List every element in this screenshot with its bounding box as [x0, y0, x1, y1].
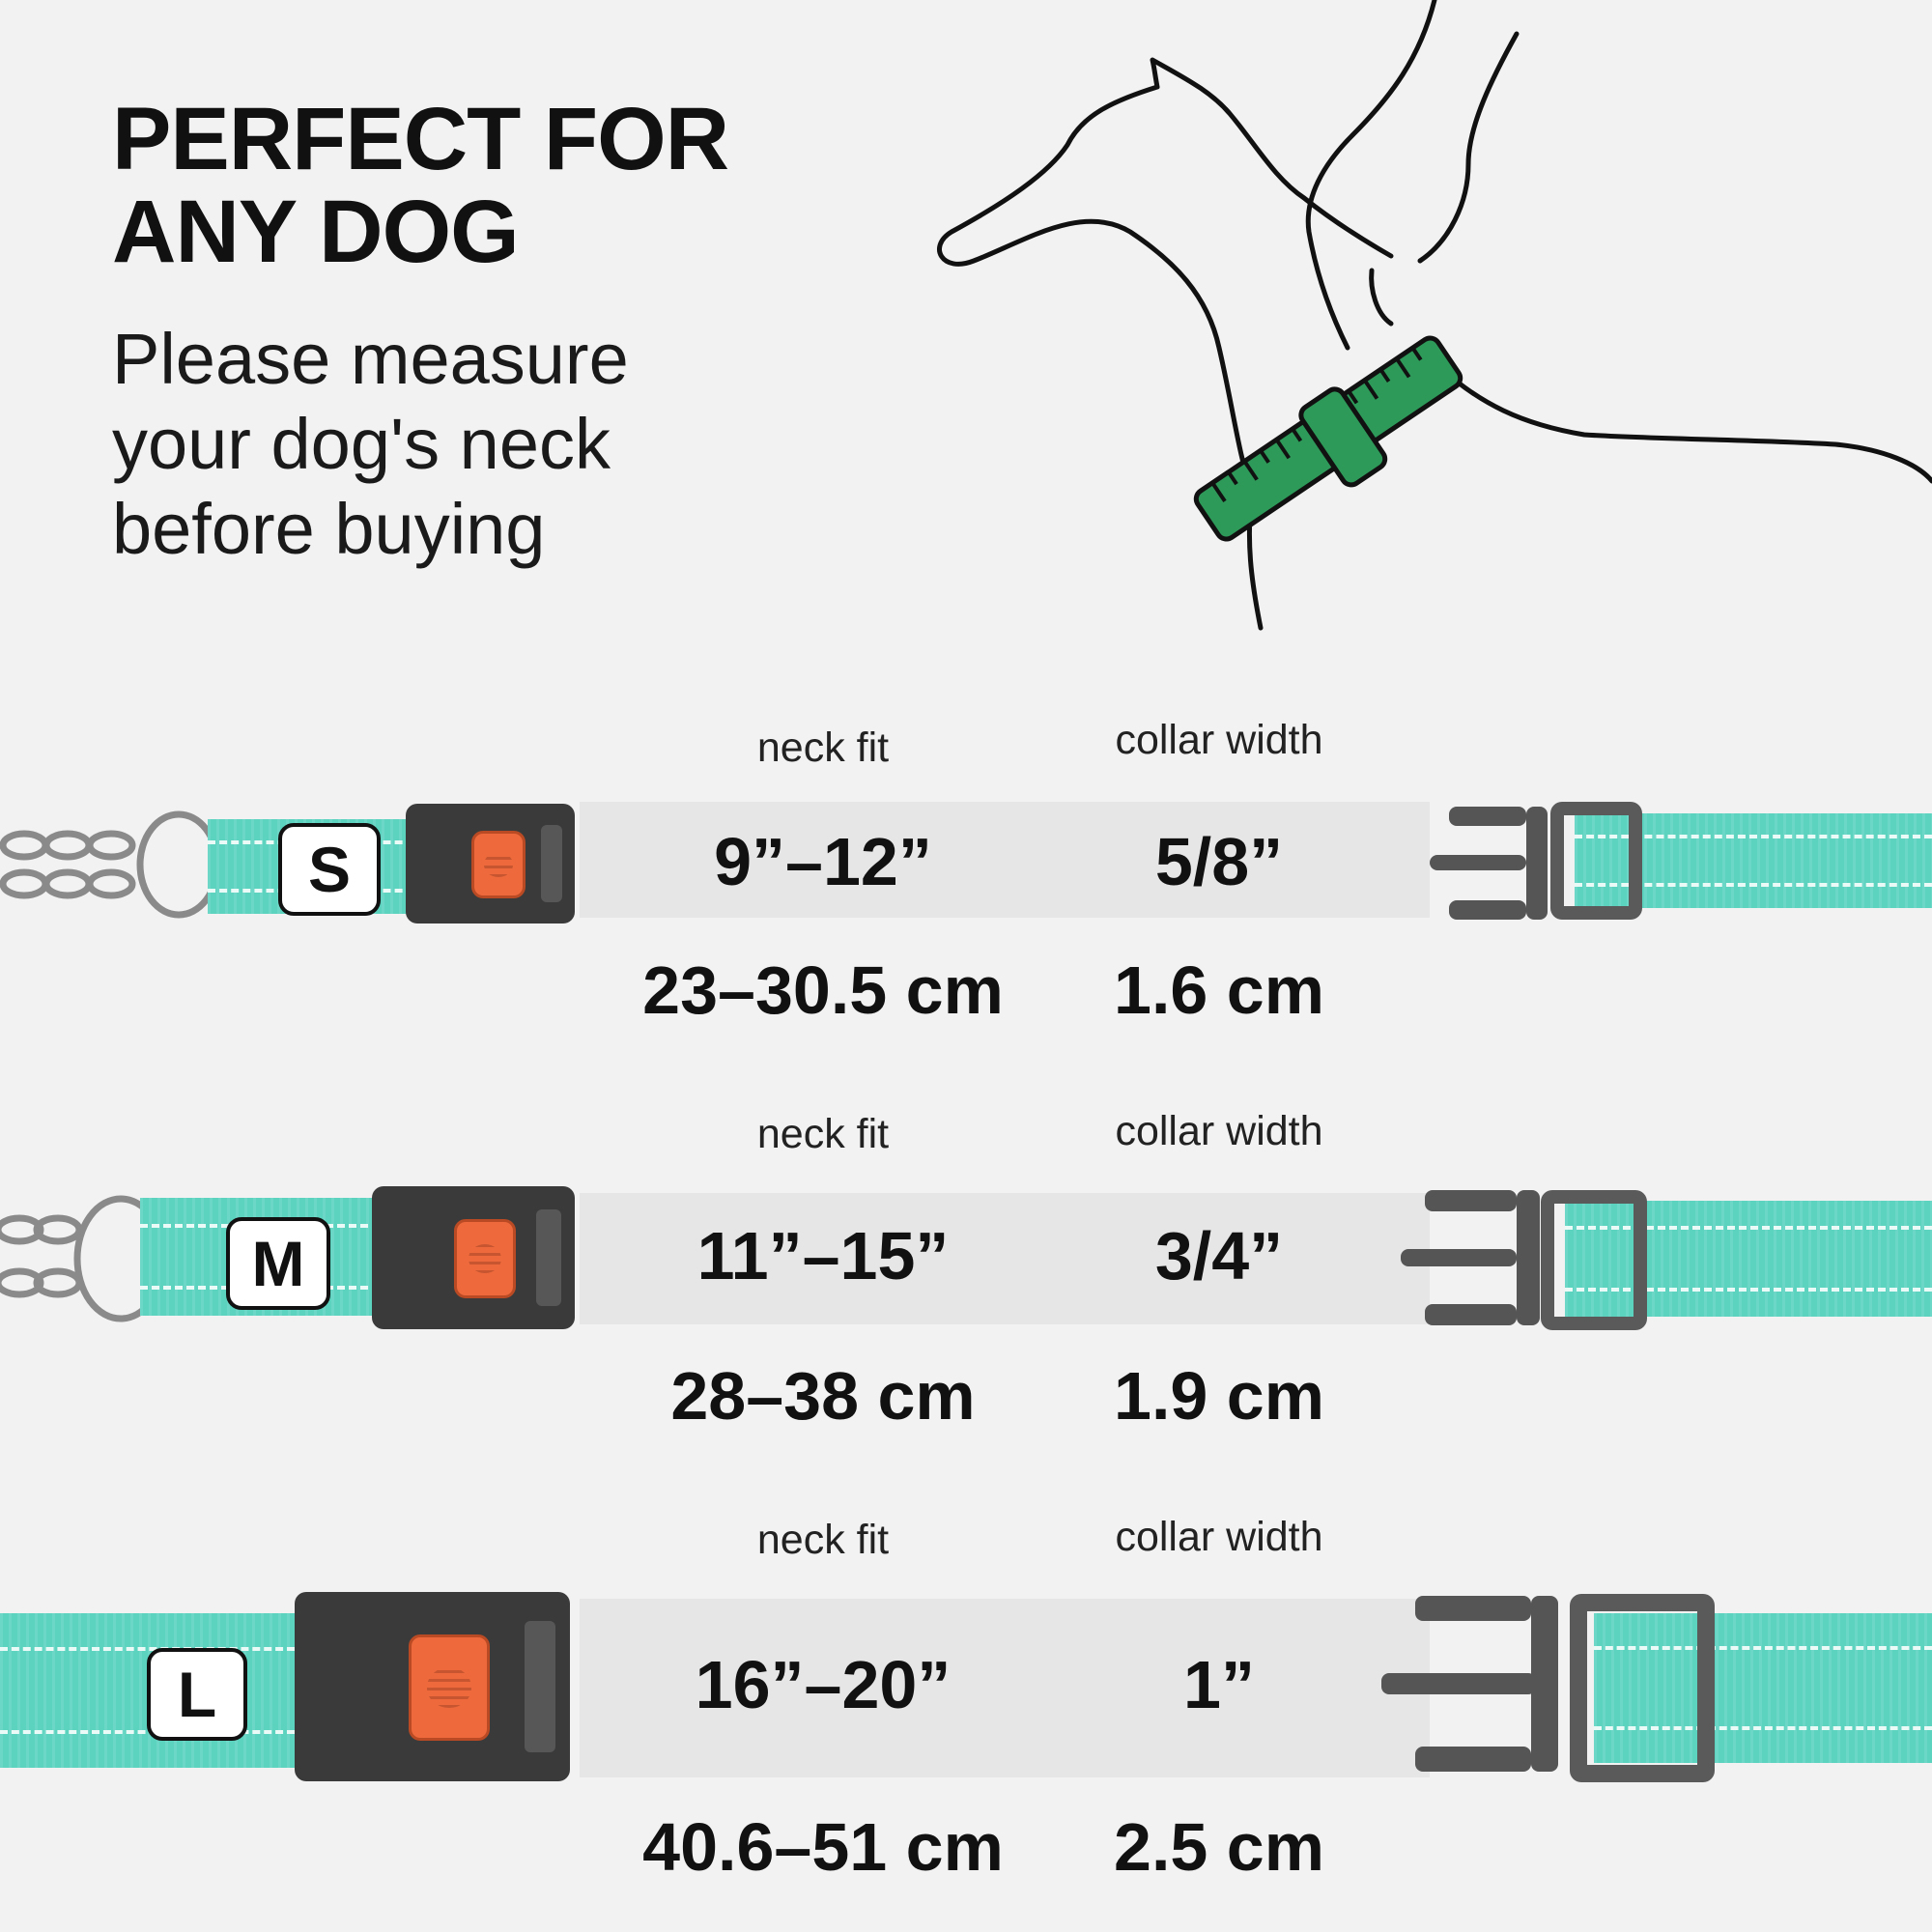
buckle-prong	[1415, 1596, 1531, 1621]
size-badge: S	[278, 823, 381, 916]
collar-strap	[1594, 1613, 1932, 1763]
buckle-female	[372, 1186, 575, 1329]
measurement-band	[580, 1599, 1430, 1777]
neck-fit-cm: 40.6–51 cm	[642, 1809, 1004, 1885]
page-title: PERFECT FOR ANY DOG	[112, 90, 729, 281]
neck-fit-label: neck fit	[756, 1517, 890, 1563]
chain-icon	[0, 810, 221, 919]
buckle-prong	[1449, 807, 1526, 826]
size-badge: M	[226, 1217, 330, 1310]
collar-width-inches: 5/8”	[1154, 824, 1284, 899]
buckle-female	[406, 804, 575, 923]
buckle-prong	[1425, 1190, 1517, 1211]
release-button	[409, 1634, 490, 1741]
neck-fit-inches: 16”–20”	[695, 1647, 952, 1722]
buckle-frame	[1550, 802, 1642, 920]
collar-width-inches: 1”	[1183, 1647, 1255, 1722]
collar-strap	[1565, 1201, 1932, 1317]
collar-width-label: collar width	[1115, 1108, 1323, 1154]
collar-width-cm: 1.6 cm	[1114, 952, 1324, 1028]
collar-width-cm: 2.5 cm	[1114, 1809, 1324, 1885]
dog-neck-measuring-tape-icon	[937, 0, 1932, 631]
release-button	[471, 831, 526, 898]
collar-width-label: collar width	[1115, 717, 1323, 763]
size-badge: L	[147, 1648, 247, 1741]
buckle-female	[295, 1592, 570, 1781]
neck-fit-label: neck fit	[756, 724, 890, 771]
collar-width-label: collar width	[1115, 1514, 1323, 1560]
measurement-band	[580, 1193, 1430, 1324]
collar-width-cm: 1.9 cm	[1114, 1358, 1324, 1434]
buckle-frame	[1541, 1190, 1647, 1330]
neck-fit-cm: 23–30.5 cm	[642, 952, 1004, 1028]
collar-width-inches: 3/4”	[1154, 1218, 1284, 1293]
neck-fit-inches: 9”–12”	[714, 824, 932, 899]
measurement-band	[580, 802, 1430, 918]
neck-fit-inches: 11”–15”	[696, 1218, 950, 1293]
release-button	[454, 1219, 516, 1298]
page-subtitle: Please measure your dog's neck before bu…	[112, 319, 629, 569]
neck-fit-label: neck fit	[756, 1111, 890, 1157]
neck-fit-cm: 28–38 cm	[670, 1358, 976, 1434]
buckle-frame	[1570, 1594, 1715, 1782]
